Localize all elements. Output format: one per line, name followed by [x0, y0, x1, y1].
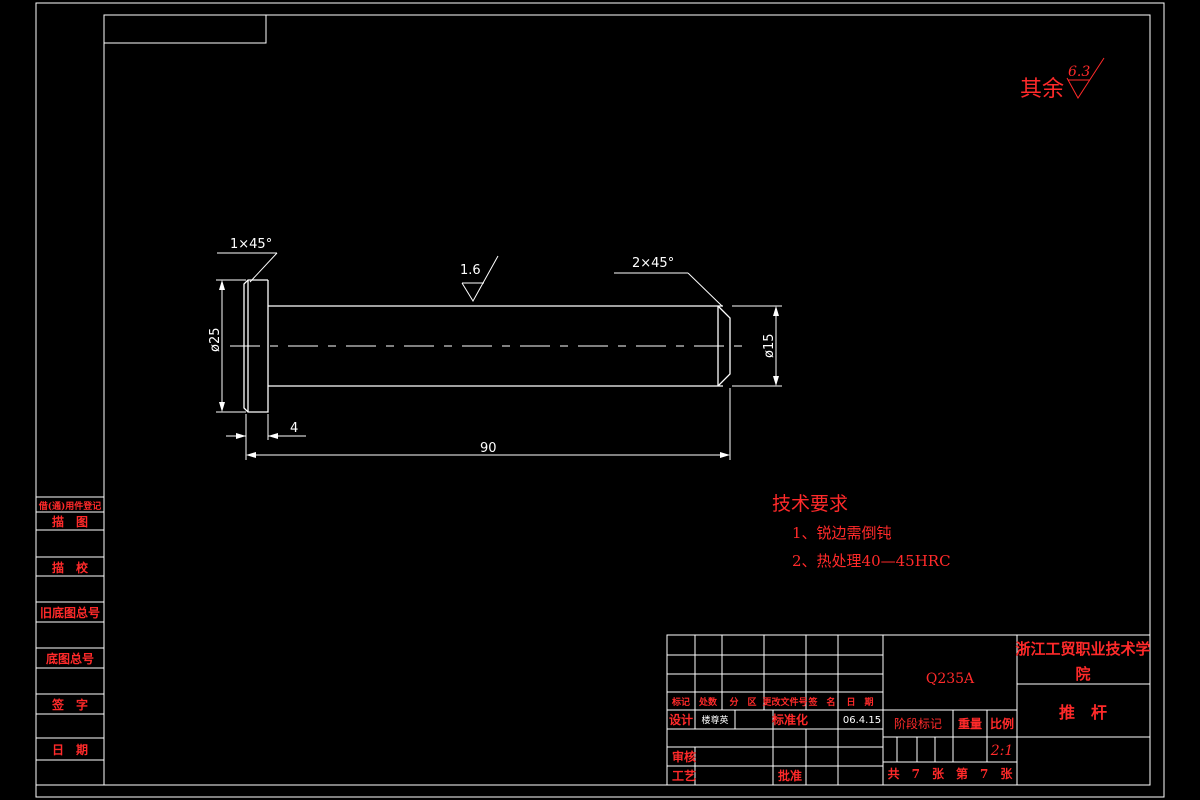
chamfer-left-dim: 1×45° [230, 237, 272, 252]
total-length-dim: 90 [480, 441, 497, 456]
surface-finish-label: 其余 [1020, 77, 1064, 102]
roughness-symbol-icon [1066, 57, 1105, 99]
outer-frame [35, 2, 1165, 798]
tech-req-item-2: 2、热处理40—45HRC [792, 552, 951, 570]
side-row-4: 底图总号 [46, 651, 94, 666]
weight-label: 重量 [958, 716, 982, 731]
side-row-2: 描 校 [52, 560, 89, 575]
head-length-dim: 4 [290, 421, 298, 436]
corner-box [103, 14, 267, 44]
tech-req-item-1: 1、锐边需倒钝 [792, 524, 892, 542]
dimensions: 1×45° 1.6 2×45° ø25 ø15 4 [208, 237, 782, 460]
chamfer-right-dim: 2×45° [632, 256, 674, 271]
rev-header-5: 日 期 [846, 696, 873, 708]
approve-label: 批准 [778, 768, 802, 783]
inner-frame [103, 14, 1151, 786]
side-row-6: 日 期 [52, 742, 88, 757]
sheet-count: 共 7 张 第 7 张 [888, 766, 1014, 781]
rev-header-1: 处数 [698, 696, 718, 708]
roughness-shaft-icon [461, 255, 499, 302]
technical-requirements: 技术要求 1、锐边需倒钝 2、热处理40—45HRC [772, 493, 951, 570]
standard-label: 标准化 [771, 712, 808, 727]
tech-req-title: 技术要求 [772, 493, 848, 515]
school-name-line2: 院 [1075, 665, 1090, 683]
dia-shaft-dim: ø15 [762, 334, 777, 359]
side-row-0: 借(通)用件登记 [38, 500, 102, 512]
roughness-shaft-value: 1.6 [460, 263, 481, 278]
side-table: 借(通)用件登记 描 图 描 校 旧底图总号 底图总号 签 字 日 期 [35, 496, 105, 786]
scale-label: 比例 [990, 716, 1014, 731]
rev-header-4: 签 名 [807, 696, 835, 708]
rev-header-3: 更改文件号 [762, 696, 807, 708]
surface-finish-rest: 其余 6.3 [1020, 57, 1105, 102]
rev-header-0: 标记 [671, 696, 690, 708]
stage-label: 阶段标记 [894, 716, 942, 731]
rev-header-2: 分 区 [729, 696, 756, 708]
dia-head-dim: ø25 [208, 328, 223, 353]
design-label: 设计 [669, 712, 693, 727]
designer: 楼尊英 [701, 714, 728, 726]
part-name: 推 杆 [1059, 703, 1107, 722]
scale-value: 2:1 [990, 743, 1014, 759]
part-outline [230, 279, 745, 413]
review-label: 审核 [672, 749, 696, 764]
side-row-3: 旧底图总号 [40, 605, 100, 620]
surface-finish-value: 6.3 [1068, 64, 1090, 80]
side-row-1: 描 图 [52, 514, 88, 529]
side-row-5: 签 字 [51, 697, 88, 712]
material: Q235A [926, 671, 975, 687]
design-date: 06.4.15 [843, 715, 881, 726]
title-block: Q235A 浙江工贸职业技术学 院 推 杆 标记 处数 分 区 更改文件号 签 … [666, 634, 1151, 786]
school-name-line1: 浙江工贸职业技术学 [1015, 640, 1150, 658]
process-label: 工艺 [672, 768, 696, 783]
